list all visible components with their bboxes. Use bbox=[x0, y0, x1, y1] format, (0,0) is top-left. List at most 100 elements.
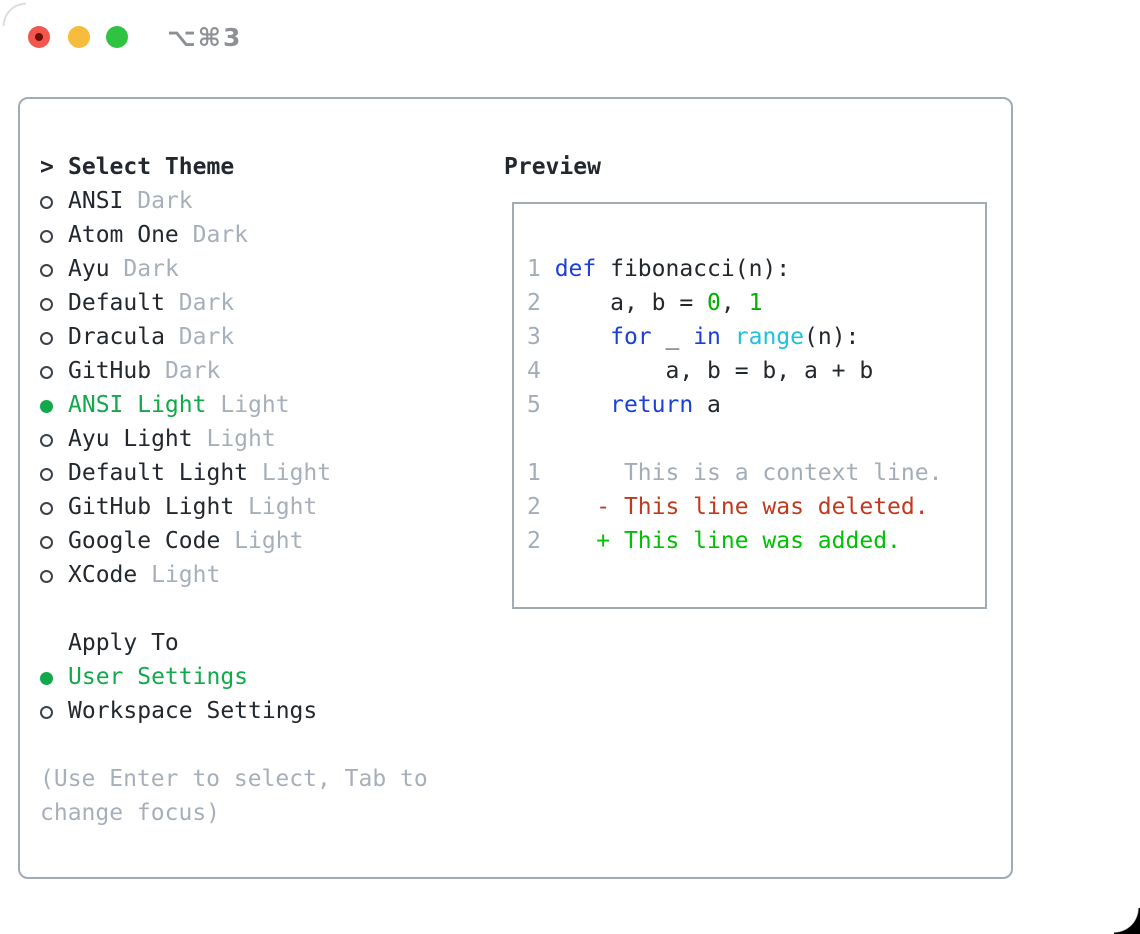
code-token: a bbox=[693, 392, 721, 418]
code-token bbox=[555, 324, 610, 350]
code-token: 1 bbox=[748, 290, 763, 316]
window-shortcut-label: ⌥⌘3 bbox=[167, 23, 243, 52]
code-token: a, b = bbox=[554, 290, 708, 316]
option-variant-tag: Dark bbox=[137, 188, 193, 214]
option-variant-tag: Light bbox=[261, 460, 332, 486]
spacer-line bbox=[40, 592, 428, 626]
code-token: def bbox=[554, 256, 597, 282]
option-variant-tag: Dark bbox=[123, 256, 179, 282]
option-variant-tag: Light bbox=[220, 392, 290, 418]
radio-icon bbox=[40, 468, 53, 481]
option-label: ANSI Light bbox=[68, 392, 207, 418]
option-variant-tag: Dark bbox=[192, 222, 249, 248]
radio-selected-icon bbox=[40, 400, 53, 413]
option-label: Workspace Settings bbox=[68, 698, 318, 724]
unsaved-dot-icon bbox=[35, 33, 43, 41]
line-number: 4 bbox=[527, 358, 555, 384]
radio-icon bbox=[40, 298, 53, 311]
preview-title: Preview bbox=[504, 154, 601, 180]
code-token bbox=[555, 392, 610, 418]
option-label: ANSI bbox=[68, 188, 124, 214]
help-text-line-1: (Use Enter to select, Tab to bbox=[40, 766, 428, 792]
theme-option-ansi[interactable]: ANSI Dark bbox=[40, 184, 428, 218]
radio-icon bbox=[40, 570, 53, 583]
code-line bbox=[527, 422, 942, 456]
option-label: User Settings bbox=[68, 664, 249, 690]
option-variant-tag: Light bbox=[151, 562, 221, 588]
code-token: fibonacci(n): bbox=[596, 256, 791, 282]
option-label: Default bbox=[68, 290, 165, 316]
option-label: Default Light bbox=[68, 460, 249, 486]
option-label: GitHub bbox=[68, 358, 152, 384]
radio-icon bbox=[40, 536, 53, 549]
radio-icon bbox=[40, 230, 53, 243]
code-token: range bbox=[734, 324, 804, 350]
apply-option-user-settings[interactable]: User Settings bbox=[40, 660, 428, 694]
window-titlebar: ⌥⌘3 bbox=[0, 0, 1140, 97]
code-token: for bbox=[610, 324, 652, 350]
spacer-line bbox=[40, 728, 428, 762]
code-line: 1 def fibonacci(n): bbox=[527, 252, 942, 286]
option-variant-tag: Light bbox=[234, 528, 304, 554]
code-token: This is a context line. bbox=[554, 460, 943, 486]
line-number: 2 bbox=[527, 290, 555, 316]
radio-icon bbox=[40, 706, 53, 719]
code-line: 3 for _ in range(n): bbox=[527, 320, 942, 354]
radio-icon bbox=[40, 434, 53, 447]
theme-option-xcode[interactable]: XCode Light bbox=[40, 558, 428, 592]
radio-icon bbox=[40, 332, 53, 345]
code-token: a, b = b, a + b bbox=[554, 358, 874, 384]
option-label: XCode bbox=[68, 562, 138, 588]
window-close-button[interactable] bbox=[28, 26, 50, 48]
theme-option-google-code[interactable]: Google Code Light bbox=[40, 524, 428, 558]
option-label: GitHub Light bbox=[68, 494, 235, 520]
theme-option-ansi-light[interactable]: ANSI Light Light bbox=[40, 388, 428, 422]
option-label: Google Code bbox=[68, 528, 221, 554]
window-corner-decoration bbox=[1114, 908, 1140, 934]
radio-icon bbox=[40, 502, 53, 515]
radio-icon bbox=[40, 196, 53, 209]
code-token: + This line was added. bbox=[554, 528, 901, 554]
apply-to-title: Apply To bbox=[68, 630, 179, 656]
code-line: 2 + This line was added. bbox=[527, 524, 942, 558]
line-number: 3 bbox=[527, 324, 555, 350]
apply-option-workspace-settings[interactable]: Workspace Settings bbox=[40, 694, 428, 728]
option-variant-tag: Light bbox=[206, 426, 276, 452]
code-token: , bbox=[720, 290, 749, 316]
option-variant-tag: Dark bbox=[164, 358, 221, 384]
theme-option-default-light[interactable]: Default Light Light bbox=[40, 456, 428, 490]
radio-icon bbox=[40, 264, 53, 277]
select-theme-header: >Select Theme bbox=[40, 150, 428, 184]
code-line: 2 a, b = 0, 1 bbox=[527, 286, 942, 320]
theme-option-github[interactable]: GitHub Dark bbox=[40, 354, 428, 388]
code-line: 5 return a bbox=[527, 388, 942, 422]
option-label: Ayu Light bbox=[68, 426, 193, 452]
option-label: Atom One bbox=[68, 222, 179, 248]
line-number: 2 bbox=[527, 528, 555, 554]
radio-selected-icon bbox=[40, 672, 53, 685]
theme-option-ayu[interactable]: Ayu Dark bbox=[40, 252, 428, 286]
theme-option-ayu-light[interactable]: Ayu Light Light bbox=[40, 422, 428, 456]
theme-option-dracula[interactable]: Dracula Dark bbox=[40, 320, 428, 354]
focus-cursor-icon: > bbox=[40, 154, 54, 180]
theme-option-github-light[interactable]: GitHub Light Light bbox=[40, 490, 428, 524]
theme-option-atom-one[interactable]: Atom One Dark bbox=[40, 218, 428, 252]
line-number: 2 bbox=[527, 494, 555, 520]
code-token: return bbox=[610, 392, 694, 418]
code-line: 4 a, b = b, a + b bbox=[527, 354, 942, 388]
line-number bbox=[527, 426, 541, 452]
help-text-line-2: change focus) bbox=[40, 800, 221, 826]
option-label: Dracula bbox=[68, 324, 165, 350]
window-minimize-button[interactable] bbox=[68, 26, 90, 48]
code-token: 0 bbox=[707, 290, 721, 316]
line-number: 1 bbox=[527, 460, 555, 486]
window-zoom-button[interactable] bbox=[106, 26, 128, 48]
theme-option-default[interactable]: Default Dark bbox=[40, 286, 428, 320]
code-line: 1 This is a context line. bbox=[527, 456, 942, 490]
